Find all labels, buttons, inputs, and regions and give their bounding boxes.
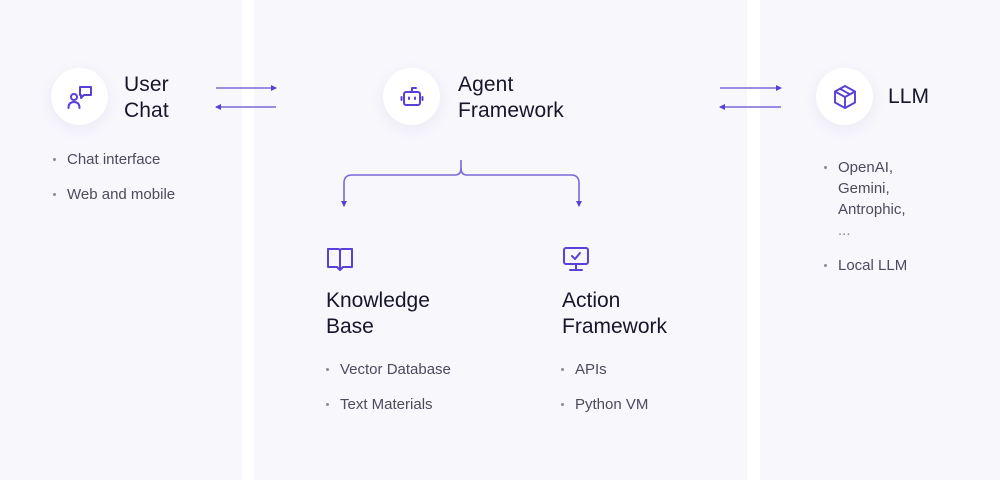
list-item: Python VM bbox=[561, 394, 648, 415]
agent-framework-title-line1: Agent bbox=[458, 73, 514, 96]
action-framework-title-line1: Action bbox=[562, 289, 621, 312]
user-chat-icon bbox=[67, 85, 92, 109]
list-item: Vector Database bbox=[326, 359, 451, 380]
knowledge-base-bullets: Vector Database Text Materials bbox=[326, 359, 451, 429]
action-framework-bullets: APIs Python VM bbox=[561, 359, 648, 429]
user-chat-icon-circle bbox=[51, 68, 108, 125]
box-icon bbox=[833, 84, 856, 109]
llm-icon-circle bbox=[816, 68, 873, 125]
llm-bullets: OpenAI, Gemini, Antrophic, ... Local LLM bbox=[824, 157, 907, 280]
user-chat-title-line1: User bbox=[124, 73, 169, 96]
list-item: Chat interface bbox=[53, 149, 175, 170]
agent-framework-title-line2: Framework bbox=[458, 99, 564, 122]
robot-icon bbox=[400, 86, 423, 106]
agent-framework-icon-circle bbox=[383, 68, 440, 125]
knowledge-base-title-line2: Base bbox=[326, 315, 374, 338]
action-framework-title-line2: Framework bbox=[562, 315, 668, 338]
agent-framework-title: Agent Framework bbox=[458, 72, 564, 124]
monitor-check-icon bbox=[563, 247, 589, 271]
llm-column bbox=[760, 0, 1000, 480]
list-item: Local LLM bbox=[824, 255, 907, 276]
user-chat-title-line2: Chat bbox=[124, 99, 169, 122]
llm-title: LLM bbox=[888, 85, 930, 108]
agent-framework-column bbox=[254, 0, 747, 480]
list-item: Web and mobile bbox=[53, 184, 175, 205]
knowledge-base-title-line1: Knowledge bbox=[326, 289, 430, 312]
list-item: APIs bbox=[561, 359, 648, 380]
list-item: OpenAI, Gemini, Antrophic, ... bbox=[824, 157, 907, 241]
list-item: Text Materials bbox=[326, 394, 451, 415]
user-chat-bullets: Chat interface Web and mobile bbox=[53, 149, 175, 219]
user-chat-column bbox=[0, 0, 242, 480]
user-chat-title: User Chat bbox=[124, 72, 169, 124]
knowledge-base-title: Knowledge Base bbox=[326, 288, 430, 340]
action-framework-title: Action Framework bbox=[562, 288, 667, 340]
book-icon bbox=[327, 248, 353, 271]
